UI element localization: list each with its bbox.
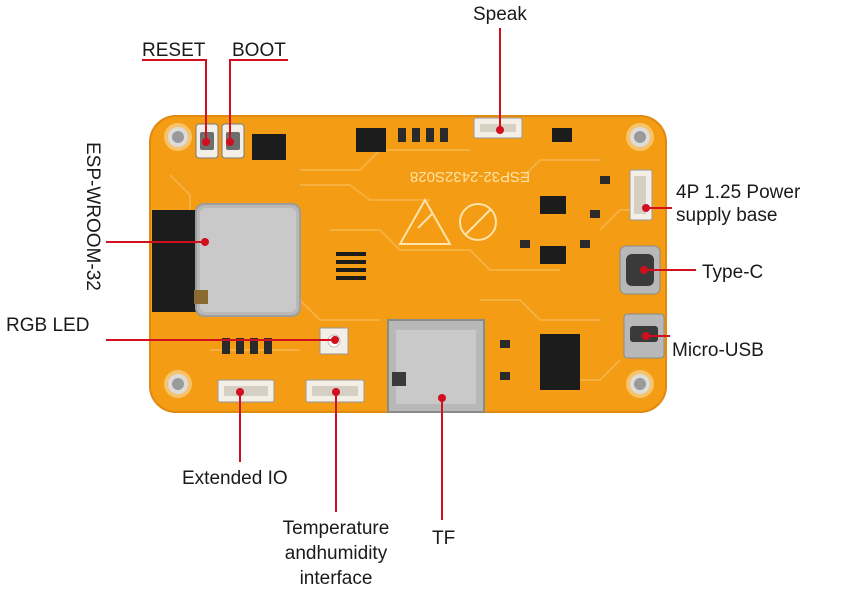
label-typec: Type-C [702,262,764,283]
label-temp-line2: andhumidity [284,543,388,564]
no-touch-icon [459,203,497,241]
label-temp-line3: interface [299,568,373,589]
leader-reset [142,59,207,142]
label-rgb-led: RGB LED [6,315,90,336]
label-extended-io: Extended IO [182,468,288,489]
label-tf: TF [432,528,456,549]
label-microusb: Micro-USB [672,340,764,361]
label-power-line1: 4P 1.25 Power [676,182,801,203]
label-speak: Speak [473,4,527,25]
label-boot: BOOT [232,40,286,61]
callout-dots [201,126,650,402]
callout-leaders [106,28,696,520]
ic-chips [252,128,580,390]
smd-components [222,128,610,380]
label-reset: RESET [142,40,206,61]
mount-holes [164,123,654,398]
label-temp-line1: Temperature [282,518,390,539]
esp32-module [152,203,301,317]
power-connector [629,169,653,221]
extended-io-connector [217,379,275,403]
tf-card-slot [387,319,485,413]
label-power-line2: supply base [676,205,778,226]
esd-warning-icon [398,197,452,245]
label-esp-wroom: ESP-WROOM-32 [82,142,103,291]
leader-boot [229,59,288,142]
board-silk-text: ESP32-2432S028 [410,168,530,185]
